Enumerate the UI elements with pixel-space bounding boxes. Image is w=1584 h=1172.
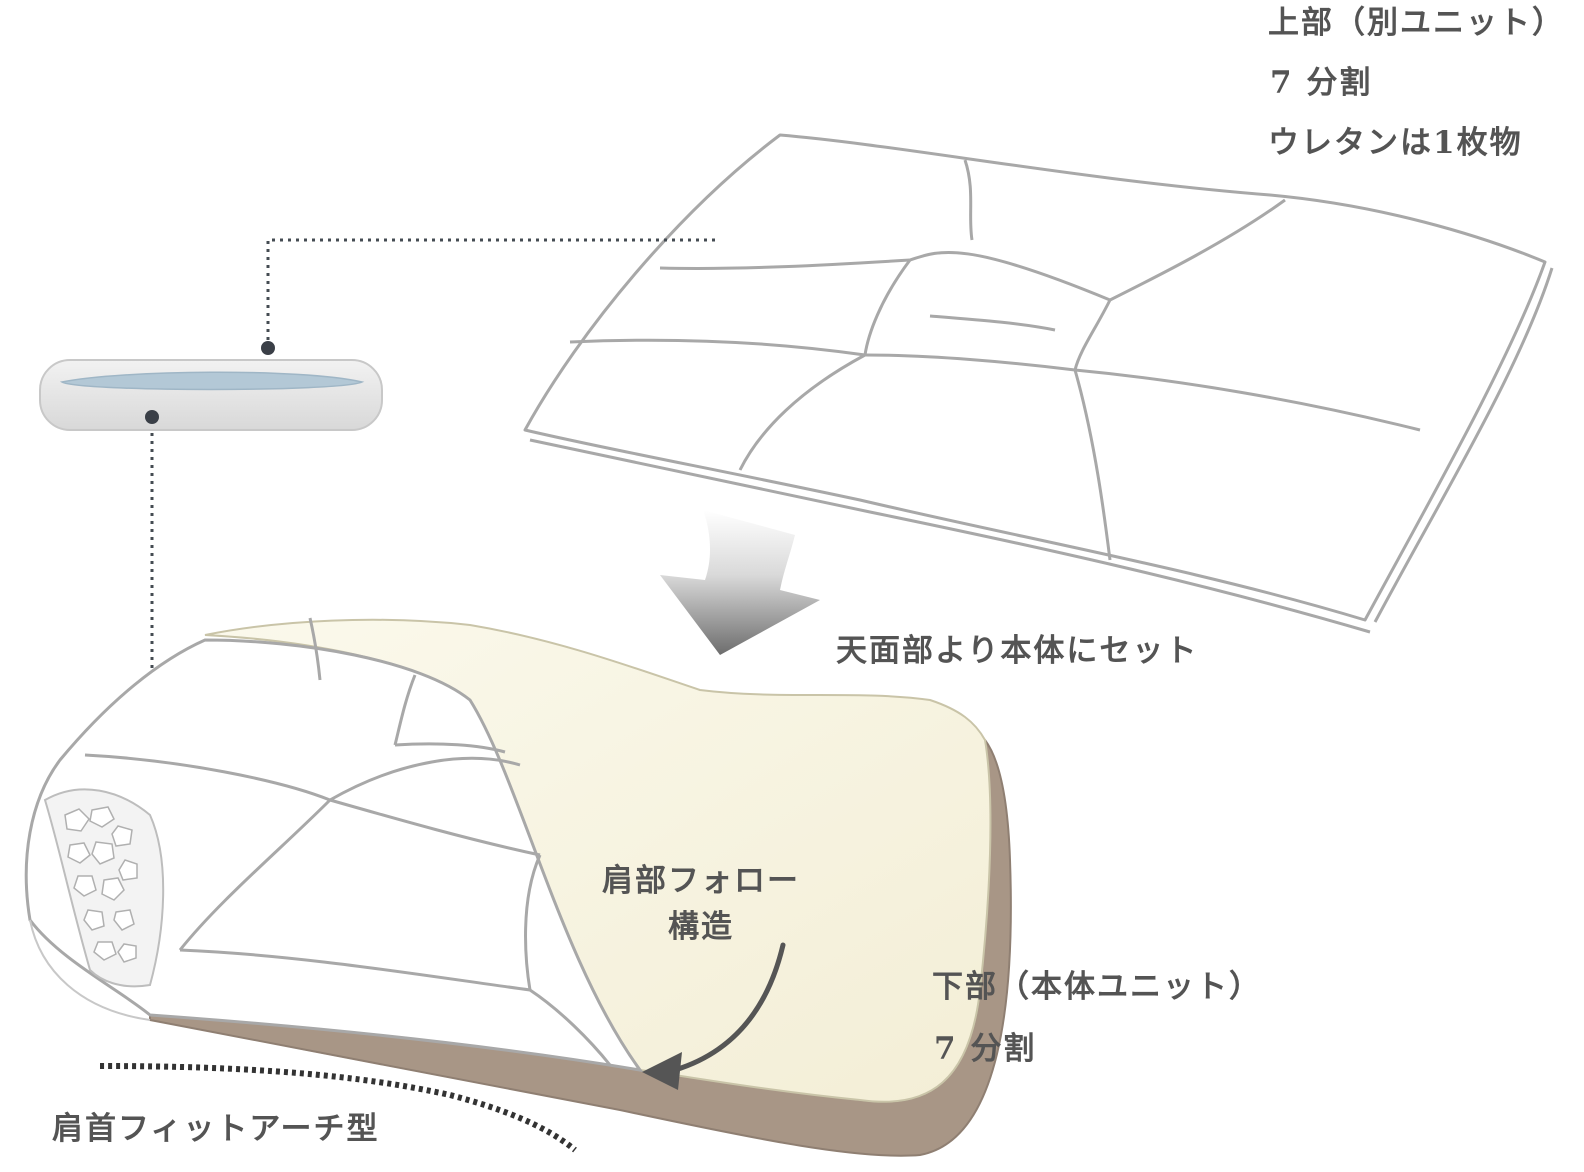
arch-label: 肩首フィットアーチ型 (52, 1111, 380, 1147)
filling-chips (64, 806, 138, 963)
upper-unit-divisions: 7 分割 (1270, 65, 1373, 101)
shoulder-follow-line1: 肩部フォロー (602, 863, 800, 899)
shoulder-follow-line2: 構造 (668, 909, 734, 945)
lower-pillow-unit (24, 617, 1012, 1157)
set-instruction-label: 天面部より本体にセット (836, 633, 1199, 669)
lower-unit-title: 下部（本体ユニット） (932, 969, 1262, 1005)
upper-pillow-unit (523, 133, 1554, 634)
upper-unit-title: 上部（別ユニット） (1268, 5, 1565, 41)
shoulder-follow-arrow (642, 942, 786, 1090)
leader-lines (150, 238, 716, 690)
dot-marker-filling (145, 410, 159, 424)
upper-pillow-outline (523, 133, 1547, 622)
upper-unit-urethane: ウレタンは1枚物 (1268, 125, 1523, 161)
set-down-arrow (660, 510, 820, 655)
dot-marker-urethane (261, 341, 275, 355)
urethane-layer (59, 371, 365, 391)
cross-section (39, 341, 383, 431)
lower-unit-divisions: 7 分割 (934, 1031, 1037, 1067)
arch-dotted-curve (99, 1063, 577, 1153)
